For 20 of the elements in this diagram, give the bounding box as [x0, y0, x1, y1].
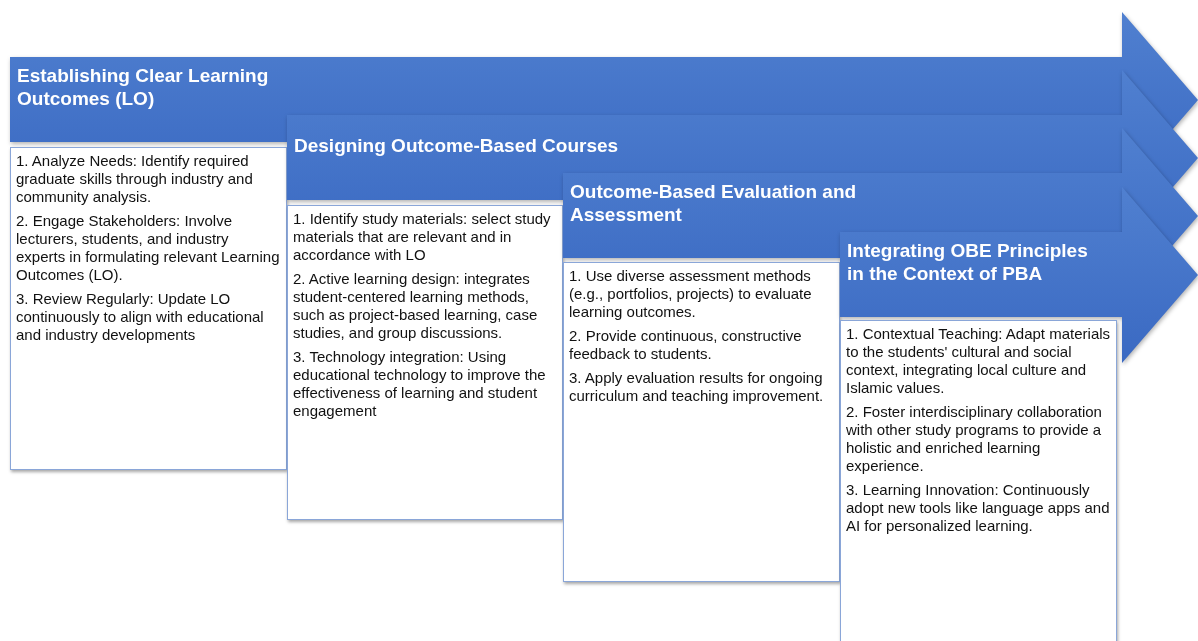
list-item: 3. Review Regularly: Update LO continuously to align with educational and industry developments — [16, 290, 265, 344]
list-item: 3. Apply evaluation results for ongoing curriculum and teaching improvement. — [569, 369, 825, 405]
step-heading: Designing Outcome-Based Courses — [294, 133, 620, 158]
list-item: 2. Active learning design: integrates student-centered learning methods, such as project-based learning, case studies, and group discussions. — [293, 270, 539, 342]
list-item: 3. Technology integration: Using educational technology to improve the effectiveness of learning and student engagement — [293, 348, 547, 420]
step-heading: Outcome-Based Evaluation and Assessment — [570, 180, 858, 227]
text-card — [563, 262, 840, 582]
text-card — [10, 147, 287, 470]
text-card — [287, 205, 563, 520]
list-item: 2. Provide continuous, constructive feedback to students. — [569, 327, 803, 363]
list-item: 1. Analyze Needs: Identify required graduate skills through industry and community analysis. — [16, 152, 254, 206]
text-card — [840, 320, 1117, 641]
list-item: 3. Learning Innovation: Continuously adopt new tools like language apps and AI for personalized learning. — [846, 481, 1111, 535]
list-item: 2. Engage Stakeholders: Involve lecturers, students, and industry experts in formulating relevant Learning Outcomes (LO). — [16, 212, 281, 284]
list-item: 1. Identify study materials: select study materials that are relevant and in accordance with LO — [293, 210, 552, 264]
list-item: 1. Contextual Teaching: Adapt materials to the students' cultural and social context, integrating local culture and Islamic values. — [846, 325, 1111, 397]
list-item: 2. Foster interdisciplinary collaboration with other study programs to provide a holistic and enriched learning experience. — [846, 403, 1103, 475]
list-item: 1. Use diverse assessment methods (e.g., portfolios, projects) to evaluate learning outcomes. — [569, 267, 813, 321]
step-heading: Integrating OBE Principles in the Context of PBA — [847, 239, 1089, 286]
step-heading: Establishing Clear Learning Outcomes (LO) — [17, 64, 270, 111]
